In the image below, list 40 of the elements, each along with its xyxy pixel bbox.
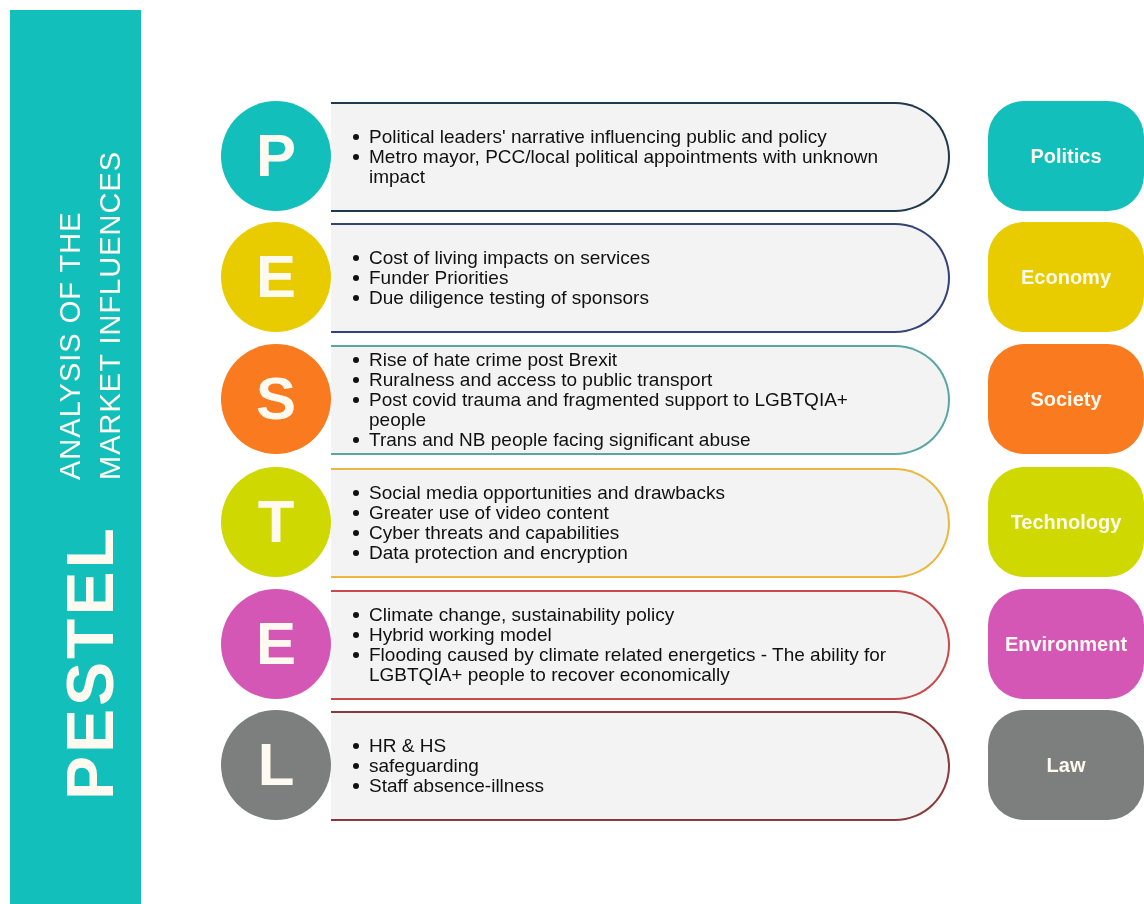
bullet-point: Rise of hate crime post Brexit (369, 350, 618, 370)
bullet-point: Staff absence-illness (369, 776, 544, 796)
letter: E (256, 614, 296, 674)
bullet-point: Hybrid working model (369, 625, 552, 645)
bullet-point: Cyber threats and capabilities (369, 523, 620, 543)
content-pill (331, 102, 950, 212)
side-banner (10, 10, 141, 904)
bullet-point: Metro mayor, PCC/local political appointments with unknown impact (369, 147, 879, 187)
letter: E (256, 247, 296, 307)
bullet-point: Flooding caused by climate related energetics - The ability for LGBTQIA+ people to recover economically (369, 645, 888, 685)
bullet-point: safeguarding (369, 756, 479, 776)
bullet-point: Social media opportunities and drawbacks (369, 483, 725, 503)
bullet-point: Climate change, sustainability policy (369, 605, 675, 625)
category-tag: Economy (988, 222, 1144, 332)
bullet-point: Cost of living impacts on services (369, 248, 650, 268)
banner-subtitle: ANALYSIS OF THE MARKET INFLUENCES (53, 149, 127, 480)
banner-title: PESTEL (52, 530, 128, 800)
content-pill (331, 468, 950, 578)
content-pill (331, 711, 950, 821)
bullet-point: Greater use of video content (369, 503, 609, 523)
category-tag: Society (988, 344, 1144, 454)
bullet-point: Post covid trauma and fragmented support to LGBTQIA+ people (369, 390, 849, 430)
bullet-point: HR & HS (369, 736, 447, 756)
content-pill (331, 590, 950, 700)
bullet-point: Due diligence testing of sponsors (369, 288, 649, 308)
bullet-point: Ruralness and access to public transport (369, 370, 713, 390)
letter: P (256, 126, 296, 186)
category-tag: Law (988, 710, 1144, 820)
content-pill (331, 223, 950, 333)
letter: L (257, 735, 295, 795)
category-tag: Environment (988, 589, 1144, 699)
content-pill (331, 345, 950, 455)
category-tag: Politics (988, 101, 1144, 211)
bullet-point: Funder Priorities (369, 268, 509, 288)
bullet-point: Political leaders' narrative influencing public and policy (369, 127, 827, 147)
letter: S (256, 369, 296, 429)
category-tag: Technology (988, 467, 1144, 577)
letter: T (257, 492, 295, 552)
bullet-point: Trans and NB people facing significant abuse (369, 430, 751, 450)
bullet-point: Data protection and encryption (369, 543, 628, 563)
